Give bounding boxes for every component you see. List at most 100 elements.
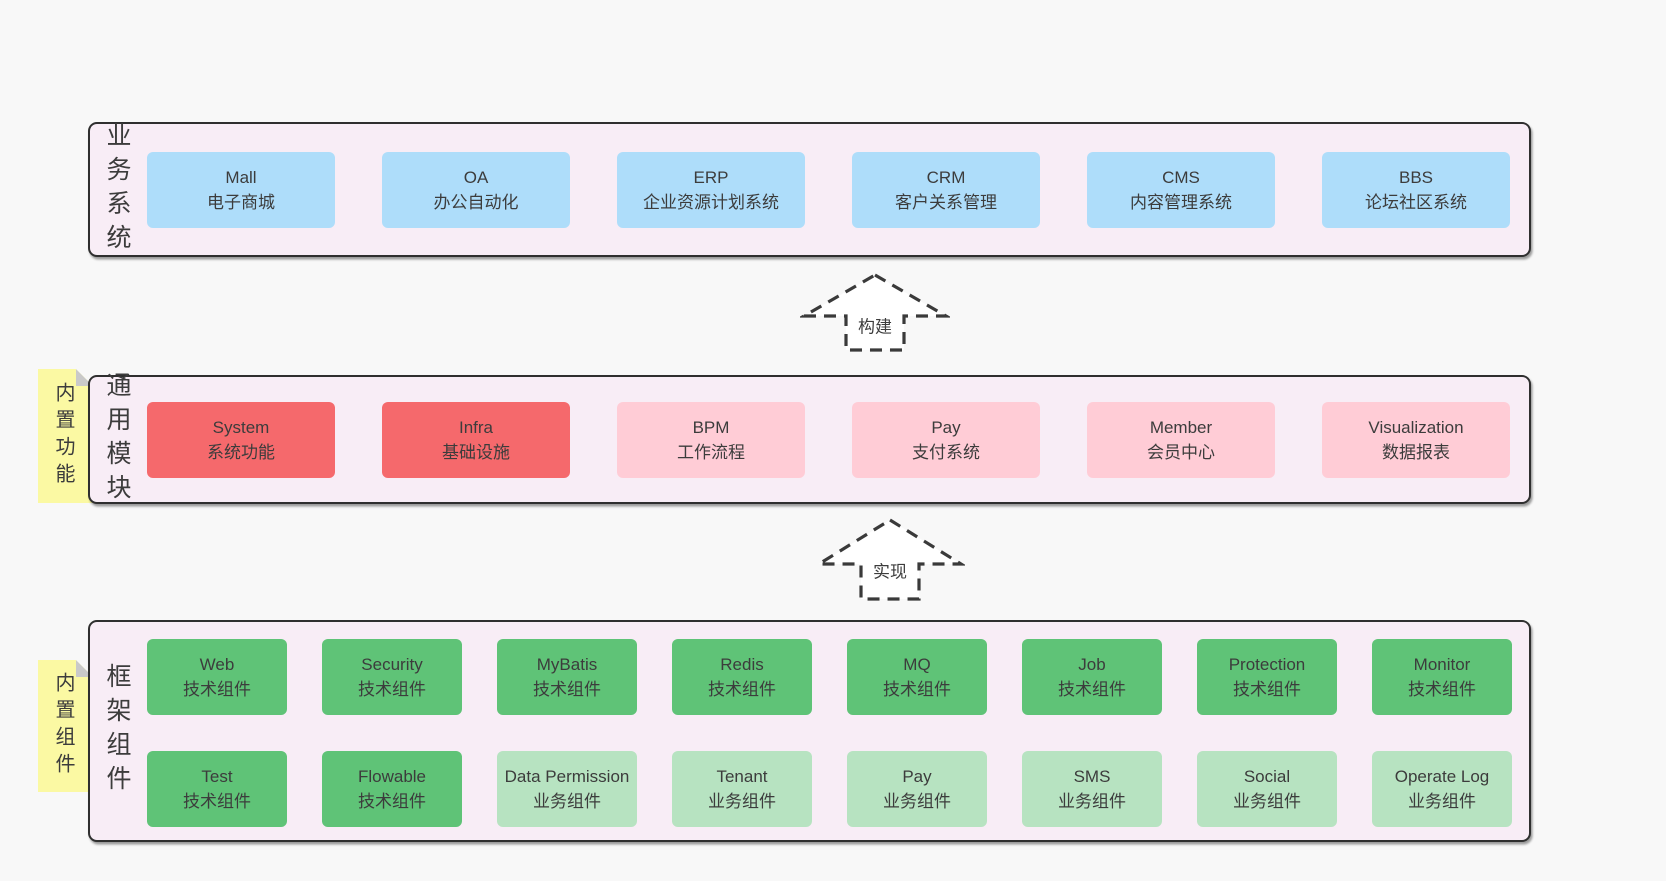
box-desc: 企业资源计划系统	[643, 192, 779, 212]
box-desc: 工作流程	[677, 442, 745, 462]
box-name: MQ	[903, 655, 931, 674]
box-erp: ERP 企业资源计划系统	[617, 151, 805, 228]
box-name: BPM	[692, 417, 730, 437]
box-name: Redis	[720, 655, 764, 674]
box-desc: 客户关系管理	[895, 192, 997, 212]
box-desc: 电子商城	[207, 192, 275, 212]
box-desc: 会员中心	[1147, 442, 1215, 462]
box-name: CMS	[1162, 167, 1200, 187]
box-name: Pay	[902, 767, 932, 786]
box-desc: 技术组件	[883, 680, 951, 699]
box-name: Job	[1078, 655, 1106, 674]
box-desc: 内容管理系统	[1130, 192, 1232, 212]
framework-components-layer: 框架组件 Web 技术组件 Security 技术组件 MyBatis 技术组件…	[88, 620, 1531, 842]
note-text: 内置组件	[52, 672, 74, 780]
box-desc: 基础设施	[442, 442, 510, 462]
box-security: Security 技术组件	[322, 639, 462, 715]
box-desc: 技术组件	[1408, 680, 1476, 699]
box-visualization: Visualization 数据报表	[1322, 401, 1510, 478]
implement-arrow-label: 实现	[870, 556, 910, 584]
box-name: Mall	[225, 167, 257, 187]
common-modules-label: 通用模块	[103, 371, 131, 508]
box-social: Social 业务组件	[1197, 751, 1337, 827]
box-name: ERP	[693, 167, 729, 187]
box-desc: 技术组件	[1233, 680, 1301, 699]
box-name: BBS	[1398, 167, 1434, 187]
box-desc: 系统功能	[207, 442, 275, 462]
box-name: Infra	[458, 417, 494, 437]
box-name: Protection	[1228, 655, 1306, 674]
box-name: Visualization	[1368, 417, 1464, 437]
box-infra: Infra 基础设施	[382, 401, 570, 478]
box-cms: CMS 内容管理系统	[1087, 151, 1275, 228]
note-text: 内置功能	[52, 382, 74, 490]
box-desc: 业务组件	[1408, 792, 1476, 811]
box-mybatis: MyBatis 技术组件	[497, 639, 637, 715]
box-name: System	[212, 417, 270, 437]
box-monitor: Monitor 技术组件	[1372, 639, 1512, 715]
build-arrow: 构建	[800, 272, 950, 352]
box-name: CRM	[926, 167, 966, 187]
box-member: Member 会员中心	[1087, 401, 1275, 478]
box-name: Security	[361, 655, 423, 674]
box-desc: 支付系统	[912, 442, 980, 462]
box-name: SMS	[1073, 767, 1111, 786]
box-desc: 业务组件	[708, 792, 776, 811]
box-pay-biz: Pay 业务组件	[847, 751, 987, 827]
box-desc: 技术组件	[1058, 680, 1126, 699]
box-operate-log: Operate Log 业务组件	[1372, 751, 1512, 827]
business-systems-boxes: Mall 电子商城 OA 办公自动化 ERP 企业资源计划系统 CRM 客户关系…	[147, 124, 1510, 255]
box-job: Job 技术组件	[1022, 639, 1162, 715]
box-desc: 技术组件	[183, 680, 251, 699]
box-name: Web	[199, 655, 235, 674]
box-name: Pay	[931, 417, 961, 437]
box-pay: Pay 支付系统	[852, 401, 1040, 478]
box-tenant: Tenant 业务组件	[672, 751, 812, 827]
built-in-functions-note: 内置功能	[38, 369, 93, 503]
framework-components-rows: Web 技术组件 Security 技术组件 MyBatis 技术组件 Redi…	[147, 639, 1512, 827]
box-desc: 办公自动化	[433, 192, 519, 212]
box-sms: SMS 业务组件	[1022, 751, 1162, 827]
box-name: Tenant	[716, 767, 768, 786]
common-modules-layer: 通用模块 System 系统功能 Infra 基础设施 BPM 工作流程 Pay…	[88, 372, 1531, 508]
box-name: Data Permission	[504, 767, 630, 786]
implement-arrow: 实现	[815, 517, 965, 602]
box-mq: MQ 技术组件	[847, 639, 987, 715]
box-desc: 业务组件	[1233, 792, 1301, 811]
box-test: Test 技术组件	[147, 751, 287, 827]
box-system: System 系统功能	[147, 401, 335, 478]
box-desc: 业务组件	[883, 792, 951, 811]
box-name: Operate Log	[1394, 767, 1490, 786]
box-crm: CRM 客户关系管理	[852, 151, 1040, 228]
box-name: Monitor	[1413, 655, 1471, 674]
common-modules-boxes: System 系统功能 Infra 基础设施 BPM 工作流程 Pay 支付系统…	[147, 377, 1510, 502]
box-name: OA	[463, 167, 489, 187]
box-desc: 论坛社区系统	[1365, 192, 1467, 212]
box-desc: 业务组件	[533, 792, 601, 811]
box-redis: Redis 技术组件	[672, 639, 812, 715]
business-systems-label: 业务系统	[103, 121, 131, 258]
box-name: Social	[1243, 767, 1291, 786]
box-mall: Mall 电子商城	[147, 151, 335, 228]
business-systems-layer: 业务系统 Mall 电子商城 OA 办公自动化 ERP 企业资源计划系统 CRM…	[88, 121, 1531, 258]
box-desc: 技术组件	[358, 792, 426, 811]
box-desc: 业务组件	[1058, 792, 1126, 811]
box-web: Web 技术组件	[147, 639, 287, 715]
box-desc: 技术组件	[708, 680, 776, 699]
box-name: MyBatis	[536, 655, 598, 674]
box-bpm: BPM 工作流程	[617, 401, 805, 478]
tech-components-row: Web 技术组件 Security 技术组件 MyBatis 技术组件 Redi…	[147, 639, 1512, 715]
box-bbs: BBS 论坛社区系统	[1322, 151, 1510, 228]
box-flowable: Flowable 技术组件	[322, 751, 462, 827]
framework-components-label: 框架组件	[103, 663, 131, 799]
biz-components-row: Test 技术组件 Flowable 技术组件 Data Permission …	[147, 751, 1512, 827]
built-in-components-note: 内置组件	[38, 660, 93, 792]
box-desc: 技术组件	[533, 680, 601, 699]
box-desc: 数据报表	[1382, 442, 1450, 462]
box-name: Test	[201, 767, 233, 786]
box-protection: Protection 技术组件	[1197, 639, 1337, 715]
box-desc: 技术组件	[358, 680, 426, 699]
box-data-permission: Data Permission 业务组件	[497, 751, 637, 827]
box-oa: OA 办公自动化	[382, 151, 570, 228]
box-name: Member	[1149, 417, 1213, 437]
